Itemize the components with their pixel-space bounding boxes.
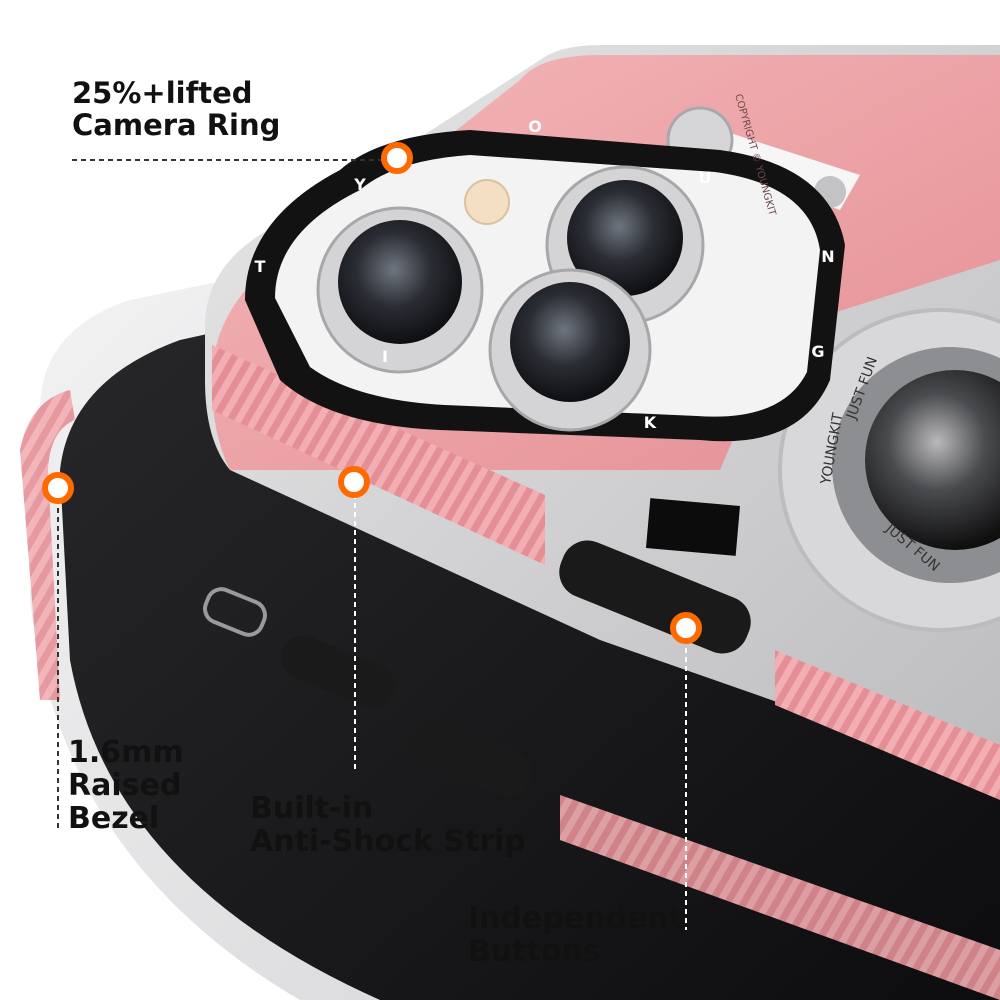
front-bottom-rail bbox=[560, 795, 1000, 1000]
front-port bbox=[203, 587, 267, 637]
back-anti-shock-strip bbox=[212, 345, 545, 565]
black-square-decal bbox=[645, 498, 741, 556]
ring-letter: U bbox=[699, 168, 712, 187]
ring-letter: Y bbox=[353, 175, 366, 194]
callout-line: 25%+lifted bbox=[72, 76, 253, 110]
callout-line: Camera Ring bbox=[72, 107, 281, 142]
ring-letter: T bbox=[255, 257, 266, 276]
big-lens-glass bbox=[865, 370, 1000, 550]
marker-bezel bbox=[42, 472, 74, 504]
ring-letter: O bbox=[528, 117, 542, 136]
ring-letter: I bbox=[382, 347, 388, 366]
front-button-2 bbox=[408, 719, 532, 797]
callout-line: Bezel bbox=[68, 801, 160, 836]
callout-line: Independent bbox=[468, 901, 684, 936]
marker-buttons bbox=[670, 612, 702, 644]
ring-letter: N bbox=[821, 247, 834, 266]
callout-camera-ring: 25%+lifted Camera Ring bbox=[72, 76, 281, 142]
ring-letter: G bbox=[811, 342, 824, 361]
marker-ring bbox=[381, 142, 413, 174]
flash bbox=[464, 179, 510, 225]
callout-line: Anti-Shock Strip bbox=[250, 824, 526, 859]
callout-raised-bezel: 1.6mm Raised Bezel bbox=[68, 736, 184, 835]
ring-letter: K bbox=[644, 413, 657, 432]
lens-left bbox=[316, 206, 484, 374]
callout-anti-shock-strip: Built-in Anti-Shock Strip bbox=[250, 792, 526, 858]
marker-strip bbox=[338, 466, 370, 498]
callout-line: Buttons bbox=[468, 934, 601, 969]
front-pink-bumper-strip bbox=[20, 390, 75, 700]
ring-letters: T Y O U N G K I bbox=[255, 117, 835, 432]
back-side-button bbox=[559, 540, 751, 654]
callout-line: Raised bbox=[68, 768, 182, 803]
front-button-1 bbox=[280, 635, 396, 709]
lens-bottom bbox=[488, 268, 652, 432]
callout-line: 1.6mm bbox=[68, 735, 184, 770]
callout-independent-buttons: Independent Buttons bbox=[468, 902, 683, 968]
callout-line: Built-in bbox=[250, 791, 374, 826]
back-anti-shock-strip-2 bbox=[775, 650, 1000, 800]
